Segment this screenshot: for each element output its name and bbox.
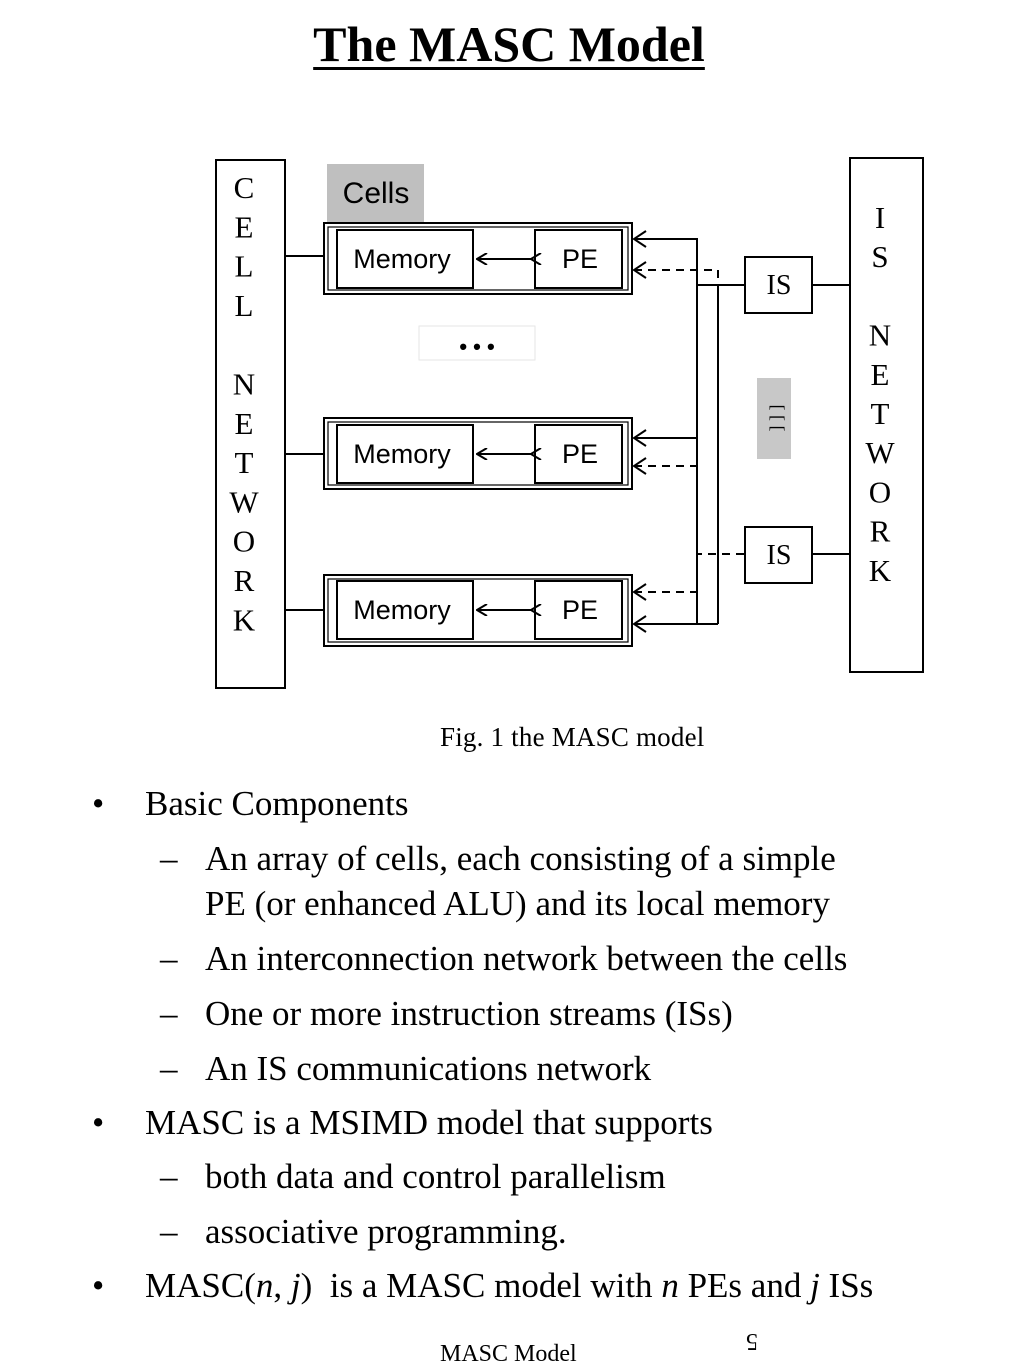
is-box-1 — [744, 256, 813, 314]
network-letter: W — [229, 484, 259, 519]
memory-label: Memory — [353, 244, 451, 274]
figure-caption: Fig. 1 the MASC model — [440, 722, 705, 752]
network-letter: R — [234, 563, 255, 598]
sub-bullet-cells-line1: An array of cells, each consisting of a … — [205, 839, 836, 878]
memory-box — [336, 580, 474, 640]
bullet-masc-nj: MASC(n, j) is a MASC model with n PEs an… — [145, 1266, 874, 1305]
network-letter: C — [234, 170, 255, 205]
cell-network-box — [215, 159, 286, 689]
is-label: IS — [767, 540, 792, 571]
dash-mark: – — [160, 994, 178, 1033]
cells-ellipsis: • • • — [459, 334, 494, 359]
bullet-mark: • — [92, 1103, 105, 1142]
bullet-basic-components: Basic Components — [145, 784, 409, 823]
memory-box — [336, 229, 474, 289]
is-network-box — [849, 157, 924, 673]
is-network-links — [812, 284, 850, 555]
dash-mark: – — [160, 939, 178, 978]
pe-box — [534, 580, 623, 640]
network-letter: K — [869, 553, 892, 588]
slide-footer: MASC Model — [440, 1341, 577, 1367]
network-letter: L — [235, 249, 254, 284]
dash-mark: – — [160, 1157, 178, 1196]
cells-label-bg — [327, 164, 424, 224]
is-bus-arrows — [632, 230, 647, 633]
network-letter: T — [871, 396, 890, 431]
is-ellipsis-box — [757, 378, 791, 459]
pe-box — [534, 229, 623, 289]
network-letter: E — [235, 406, 254, 441]
network-letter: S — [871, 239, 888, 274]
memory-label: Memory — [353, 595, 451, 625]
network-letter: K — [233, 602, 256, 637]
network-letter: N — [233, 367, 255, 402]
network-letter: W — [865, 435, 895, 470]
network-letter: O — [869, 474, 891, 509]
sub-bullet-associative: associative programming. — [205, 1212, 567, 1251]
memory-pe-arrows — [477, 259, 531, 610]
sub-bullet-interconnection: An interconnection network between the c… — [205, 939, 848, 978]
is-label: IS — [767, 270, 792, 301]
pe-label: PE — [562, 439, 598, 469]
network-letter: N — [869, 318, 891, 353]
bullet-mark: • — [92, 784, 105, 823]
network-letter: I — [875, 200, 885, 235]
is-bus-dashed-arrows — [632, 261, 647, 601]
network-letter: E — [235, 209, 254, 244]
cells-label: Cells — [343, 177, 410, 210]
dash-mark: – — [160, 839, 178, 878]
network-letter: O — [233, 524, 255, 559]
network-letter: T — [235, 445, 254, 480]
dash-mark: – — [160, 1049, 178, 1088]
is-bus-dashed — [634, 269, 745, 593]
is-bus-solid — [634, 238, 745, 625]
cell-row-1: Memory PE — [323, 222, 633, 295]
is-box-2 — [744, 526, 813, 584]
memory-label: Memory — [353, 439, 451, 469]
network-letter: E — [871, 357, 890, 392]
dash-mark: – — [160, 1212, 178, 1251]
sub-bullet-is-network: An IS communications network — [205, 1049, 652, 1088]
cell-row-3: Memory PE — [323, 574, 633, 647]
is-ellipsis: [ [ [ — [768, 405, 788, 432]
network-letter: R — [870, 514, 891, 549]
cell-network-links — [285, 255, 324, 611]
pe-label: PE — [562, 595, 598, 625]
memory-box — [336, 424, 474, 484]
sub-bullet-cells-line2: PE (or enhanced ALU) and its local memor… — [205, 884, 830, 923]
cells-ellipsis-box — [418, 325, 536, 361]
network-letter: L — [235, 288, 254, 323]
bullet-msimd: MASC is a MSIMD model that supports — [145, 1103, 713, 1142]
slide-title: The MASC Model — [313, 16, 705, 72]
pe-box — [534, 424, 623, 484]
page-number: 5 — [746, 1328, 758, 1354]
pe-label: PE — [562, 244, 598, 274]
sub-bullet-instruction-streams: One or more instruction streams (ISs) — [205, 994, 733, 1033]
sub-bullet-parallelism: both data and control parallelism — [205, 1157, 666, 1196]
bullet-mark: • — [92, 1266, 105, 1305]
